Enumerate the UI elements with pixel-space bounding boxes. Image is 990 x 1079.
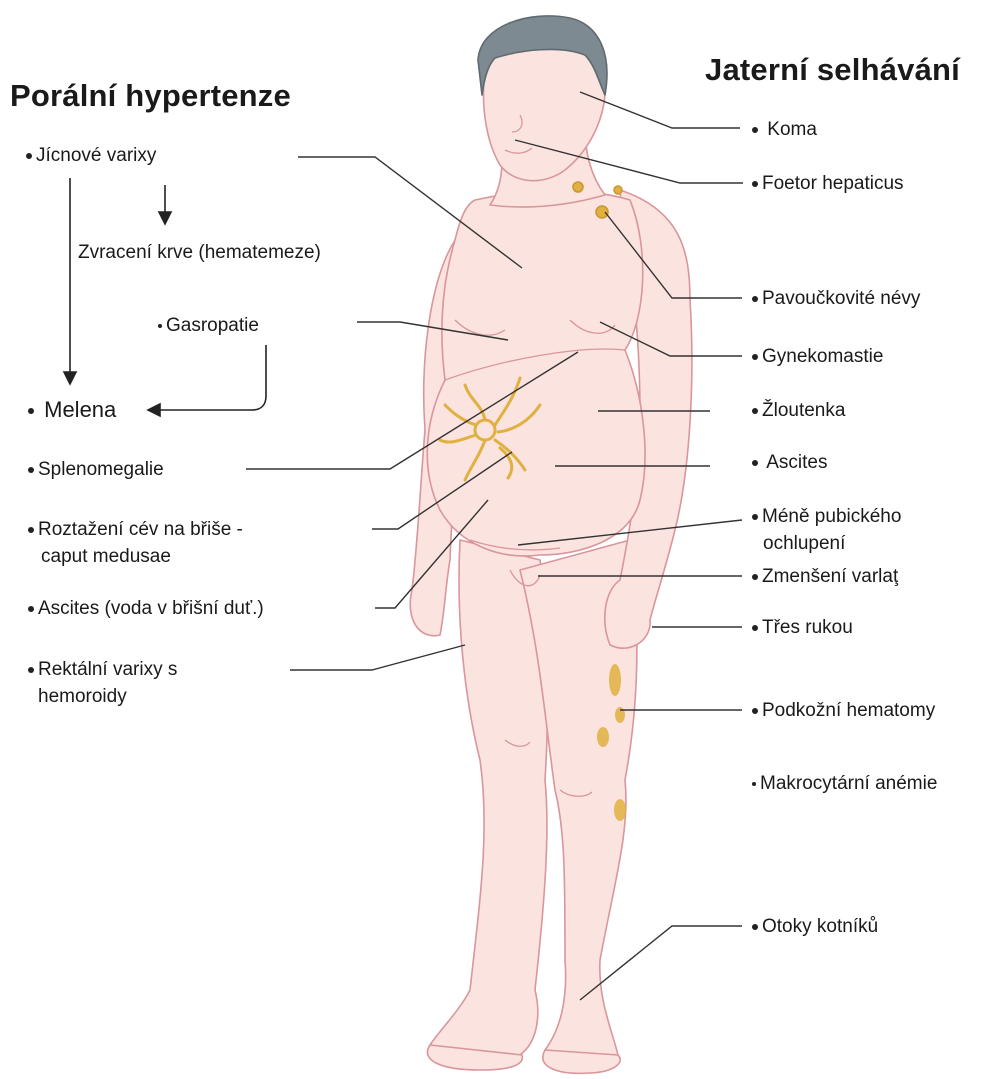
- label-ascites-right: Ascites: [752, 451, 827, 474]
- bullet-dot: [752, 708, 758, 714]
- bullet-dot: [752, 782, 756, 786]
- bullet-dot: [28, 408, 34, 414]
- label-melena: Melena: [28, 398, 116, 421]
- bullet-dot: [28, 527, 34, 533]
- title-liver-failure: Jaterní selhávání: [705, 52, 960, 88]
- line-rektalni: [290, 645, 465, 670]
- title-portal-hypertension: Porální hypertenze: [10, 78, 291, 114]
- bullet-dot: [158, 324, 162, 328]
- label-gynekomastie: Gynekomastie: [752, 345, 883, 368]
- label-ascites-left: Ascites (voda v břišní duť.): [28, 597, 264, 620]
- bullet-dot: [752, 625, 758, 631]
- bullet-dot: [752, 181, 758, 187]
- label-jicnove-varixy: Jícnové varixy: [26, 144, 156, 167]
- bullet-dot: [28, 467, 34, 473]
- label-zvraceni-krve: Zvracení krve (hematemeze): [78, 241, 321, 264]
- bullet-dot: [752, 408, 758, 414]
- bullet-dot: [752, 460, 758, 466]
- torso: [427, 191, 645, 556]
- label-tres-rukou: Třes rukou: [752, 616, 853, 639]
- bullet-dot: [752, 574, 758, 580]
- label-zmenseni-varlat: Zmenšení varlaţ: [752, 565, 898, 588]
- label-caput-medusae: Roztažení cév na břiše -caput medusae: [28, 516, 243, 570]
- label-podkozni-hematomy: Podkožní hematomy: [752, 699, 935, 722]
- label-makrocytarni-anemie: Makrocytární anémie: [752, 772, 937, 795]
- label-foetor: Foetor hepaticus: [752, 172, 904, 195]
- label-splenomegalie: Splenomegalie: [28, 458, 164, 481]
- label-pavouckovite-nevy: Pavoučkovité névy: [752, 287, 920, 310]
- bullet-dot: [752, 924, 758, 930]
- label-otoky-kotniku: Otoky kotníků: [752, 915, 878, 938]
- bullet-dot: [752, 514, 758, 520]
- bullet-dot: [752, 354, 758, 360]
- bullet-dot: [28, 667, 34, 673]
- label-koma: Koma: [752, 118, 817, 141]
- bullet-dot: [752, 296, 758, 302]
- label-gasropatie: Gasropatie: [158, 314, 259, 337]
- bullet-dot: [26, 153, 32, 159]
- bullet-dot: [752, 127, 758, 133]
- bullet-dot: [28, 606, 34, 612]
- arrow-gasropatie-to-melena: [158, 345, 266, 410]
- flow-arrows: [64, 178, 266, 416]
- label-zloutenka: Žloutenka: [752, 399, 845, 422]
